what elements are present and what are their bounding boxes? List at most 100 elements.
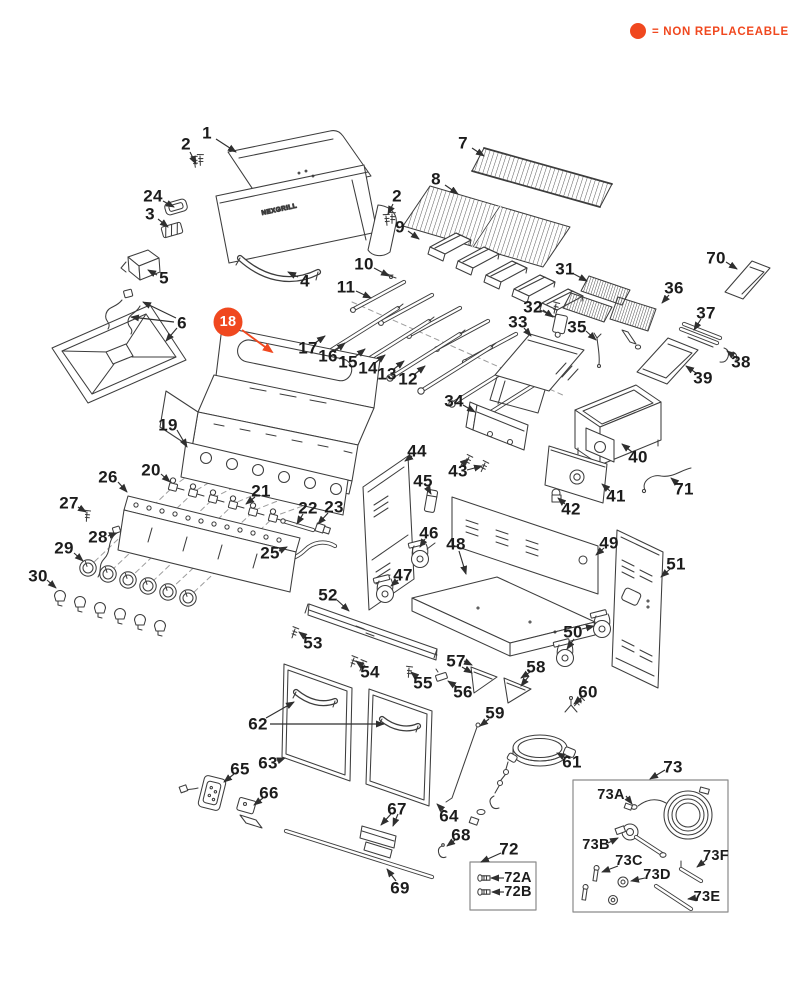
leader-67 [380,813,392,826]
part-6-wires [105,288,141,335]
leader-16 [334,342,346,352]
part-49-back-panel [451,496,599,595]
leader-50 [581,624,595,632]
part-label-23: 23 [324,498,344,517]
leader-70 [725,261,738,270]
leader-54 [355,660,365,669]
leader-72 [480,852,502,863]
part-68-clip [437,843,447,859]
leader-65 [223,773,235,783]
part-label-43: 43 [448,462,468,481]
part-label-61: 61 [562,753,582,772]
part-label-20: 20 [141,461,161,480]
part-7-warming-rack [471,147,613,208]
part-label-1: 1 [202,124,212,143]
leader-12 [414,365,426,375]
part-36-side-burner-grate [609,296,657,350]
part-label-34: 34 [444,392,464,411]
part-label-49: 49 [599,534,619,553]
leader-57 [463,658,473,666]
part-label-37: 37 [696,304,716,323]
part-label-56: 56 [453,683,473,702]
part-59-rod [445,722,481,803]
leader-50-1 [566,638,575,650]
part-64-right-door [365,688,433,807]
part-48-bottom-shelf [411,576,596,657]
part-35-electrode [593,332,602,369]
part-71-wire [641,467,692,494]
part-19-valve-panel [180,441,349,516]
part-label-73E: 73E [694,889,721,905]
non-replaceable-dot [630,23,646,39]
part-26-control-panel [117,495,301,593]
leader-10 [373,267,390,277]
part-label-22: 22 [298,499,318,518]
leader-60 [573,696,583,705]
part-label-73D: 73D [643,867,671,883]
leader-62 [265,701,295,719]
part-67-hinge [359,825,397,859]
part-label-73A: 73A [597,787,625,803]
leader-44 [404,453,414,462]
part-label-67: 67 [387,800,407,819]
legend: = NON REPLACEABLE [630,23,788,39]
leader-63 [276,757,286,765]
part-label-47: 47 [393,566,413,585]
leader-35 [585,330,597,341]
leader-45 [423,485,432,495]
leader-73 [649,769,666,780]
part-1-lid: NEXGRILL [215,130,378,264]
leader-7 [471,147,485,157]
leader-67-1 [392,813,400,827]
leader-22 [296,513,305,525]
leader-4 [287,271,299,279]
leader-6 [142,301,177,319]
part-label-63: 63 [258,754,278,773]
part-label-54: 54 [360,663,380,682]
leader-56 [447,680,458,689]
leader-14 [374,354,386,364]
leader-17 [314,335,326,344]
part-label-25: 25 [260,544,280,563]
part-label-40: 40 [628,448,648,467]
part-73C-bolt [592,865,600,882]
part-66-bracket [236,796,263,829]
grease-tray-drawing [51,304,187,404]
part-label-19: 19 [158,416,178,435]
part-label-14: 14 [358,359,378,378]
part-label-69: 69 [390,879,410,898]
leader-13 [393,360,405,370]
leader-28 [107,532,118,539]
part-label-52: 52 [318,586,338,605]
leader-20 [160,473,171,483]
part-label-41: 41 [606,487,626,506]
leader-24 [162,200,175,208]
part-label-72: 72 [499,840,519,859]
part-label-5: 5 [159,269,169,288]
leader-34 [462,404,476,413]
leader-43 [459,458,469,467]
leader-42 [557,497,567,506]
leader-66 [253,797,264,806]
part-label-36: 36 [664,279,684,298]
part-45-battery [423,489,439,513]
diagram-artwork: NEXGRILL [51,130,771,913]
part-55-screw [402,664,415,679]
leader-49 [595,547,605,556]
part-60-bracket [564,694,586,713]
part-8-cooking-grates [402,185,571,268]
part-label-4: 4 [300,272,310,291]
leader-59 [479,718,490,727]
leader-5 [147,269,158,277]
leader-8 [444,184,459,195]
part-label-12: 12 [398,370,418,389]
kit-box-73 [572,779,729,913]
part-29-knobs [79,559,197,607]
part-label-72B: 72B [504,884,532,900]
part-label-8: 8 [431,170,441,189]
part-57-bracket [470,666,498,694]
part-51-right-side-panel [611,529,664,689]
part-4-handle [235,254,322,283]
part-label-24: 24 [143,187,163,206]
